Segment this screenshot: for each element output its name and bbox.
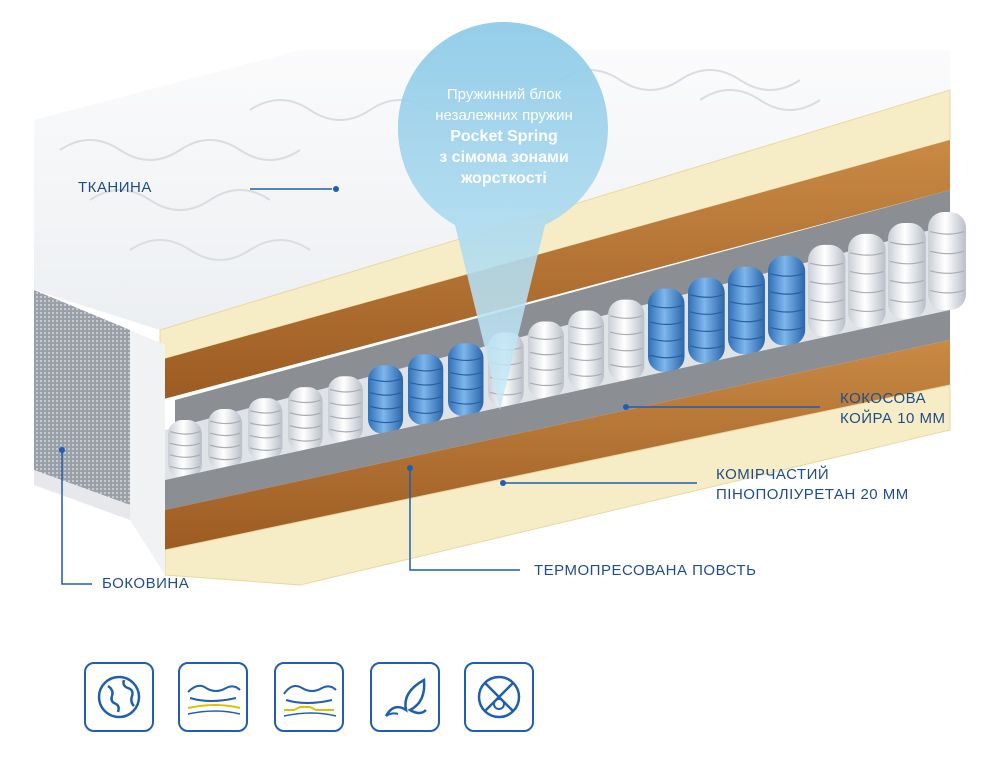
bubble-caption: Пружинний блок незалежних пружин Pocket … [404, 84, 604, 189]
spring-blue [768, 255, 806, 346]
anti-allergy-icon [477, 675, 521, 719]
feature-globe [84, 662, 154, 732]
label-foam-line-1: КОМІРЧАСТИЙ [716, 466, 830, 483]
spring-white [288, 387, 323, 452]
feature-support [178, 662, 248, 732]
spring-white [888, 222, 926, 319]
spring-white [568, 310, 605, 390]
body-support-icon [187, 684, 241, 715]
spring-blue [648, 288, 685, 372]
label-coir: КОКОСОВА КОЙРА 10 ММ [840, 389, 946, 429]
spring-blue [448, 343, 484, 417]
bubble-line-1: Пружинний блок [446, 86, 562, 103]
leaf-icon [384, 677, 427, 717]
spring-white [528, 321, 564, 399]
side-panel [34, 290, 130, 520]
feature-natural [370, 662, 440, 732]
label-fabric: ТКАНИНА [78, 179, 152, 196]
spring-white [328, 376, 363, 443]
spring-white [848, 233, 886, 328]
pocket-springs [168, 212, 966, 478]
bottom-felt-layer [165, 310, 950, 510]
bubble-line-4: з сімома зонами [439, 149, 569, 166]
feature-hypoallergenic [464, 662, 534, 732]
bubble-line-2: незалежних пружин [435, 107, 573, 124]
top-felt-layer [175, 190, 950, 430]
spring-blue [408, 354, 444, 425]
info-bubble [398, 22, 608, 410]
callout-dots [59, 186, 629, 486]
bottom-coir-layer [165, 340, 950, 550]
spring-white [608, 299, 645, 381]
mattress-edge [130, 330, 165, 575]
spring-blue [728, 266, 765, 355]
label-foam-line-2: ПІНОПОЛІУРЕТАН 20 ММ [716, 486, 909, 503]
globe-icon [97, 675, 141, 719]
spring-blue [368, 365, 404, 434]
feature-support-zones [274, 662, 344, 732]
spring-white [928, 212, 966, 310]
label-coir-line-2: КОЙРА 10 ММ [840, 410, 946, 427]
spring-white [168, 420, 202, 478]
bubble-line-3: Pocket Spring [450, 128, 558, 145]
label-side: БОКОВИНА [102, 575, 190, 592]
spring-white [808, 244, 846, 337]
bubble-line-5: жорсткості [461, 170, 547, 187]
top-coir-layer [160, 140, 950, 400]
callout-lines [61, 188, 820, 585]
spring-white [208, 409, 243, 470]
body-support-zones-icon [283, 685, 337, 717]
label-foam: КОМІРЧАСТИЙ ПІНОПОЛІУРЕТАН 20 ММ [716, 465, 909, 505]
spring-blue [688, 277, 725, 364]
label-felt: ТЕРМОПРЕСОВАНА ПОВСТЬ [534, 562, 757, 579]
spring-white [248, 398, 283, 461]
label-coir-line-1: КОКОСОВА [840, 390, 927, 407]
